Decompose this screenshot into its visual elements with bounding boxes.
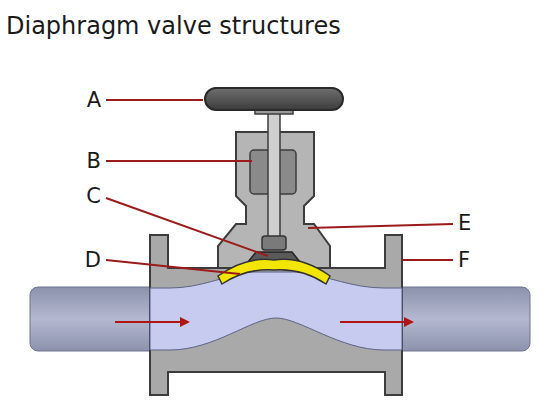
leader-line (106, 198, 268, 256)
compressor-head (262, 236, 286, 250)
part-letter: E (458, 211, 471, 235)
leader-line (106, 99, 203, 101)
stem (268, 110, 280, 248)
part-letter: C (86, 184, 101, 208)
fluid (150, 272, 402, 350)
leader-line (308, 224, 453, 228)
leader-line (106, 260, 240, 274)
part-letter: A (87, 88, 101, 112)
leader-line (106, 160, 252, 162)
valve-body (150, 235, 402, 395)
diaphragm (218, 259, 330, 284)
diagram-title: Diaphragm valve structures (6, 12, 341, 40)
flow-arrow (115, 321, 188, 323)
part-letter: F (458, 248, 470, 272)
part-letter: B (87, 149, 101, 173)
handwheel (205, 88, 343, 110)
part-letter: D (85, 248, 101, 272)
leader-line (402, 259, 453, 261)
flow-arrow (340, 321, 412, 323)
